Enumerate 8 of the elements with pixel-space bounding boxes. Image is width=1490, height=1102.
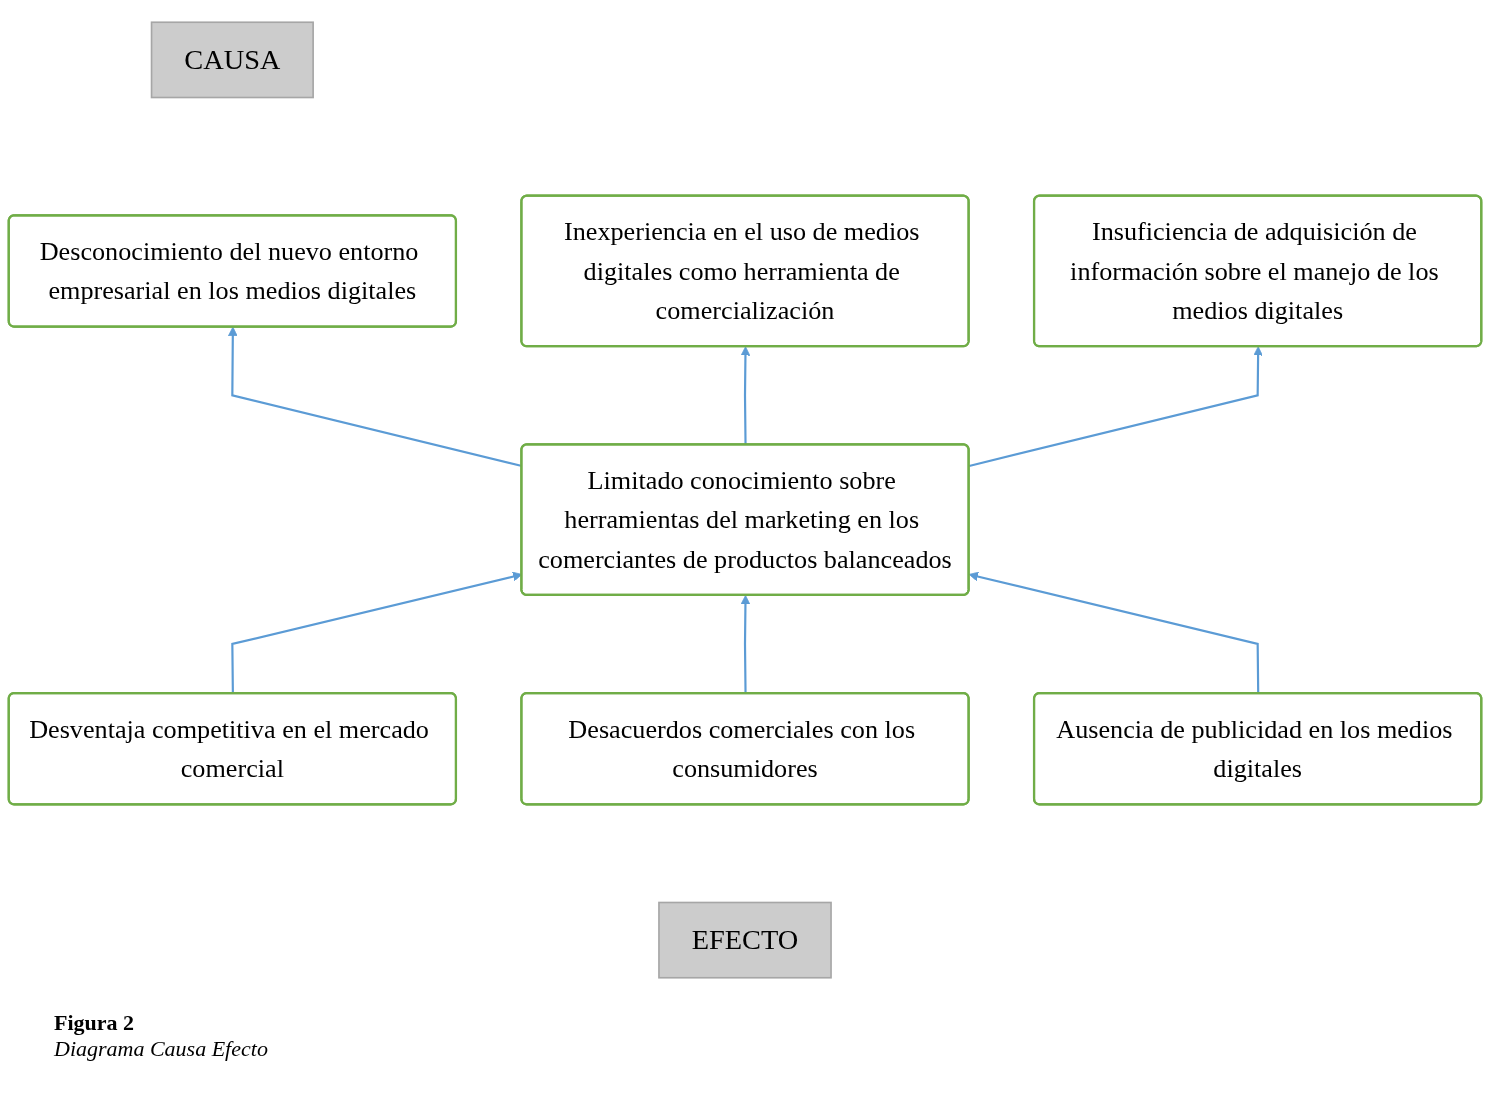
node-box: CAUSA <box>150 21 314 99</box>
arrow <box>740 595 751 694</box>
arrow <box>968 571 1260 694</box>
arrow <box>740 346 751 445</box>
node-box: EFECTO <box>658 901 832 979</box>
arrow <box>968 346 1263 467</box>
figure-caption: Diagrama Causa Efecto <box>54 1036 268 1062</box>
figure-number: Figura 2 <box>54 1010 136 1036</box>
